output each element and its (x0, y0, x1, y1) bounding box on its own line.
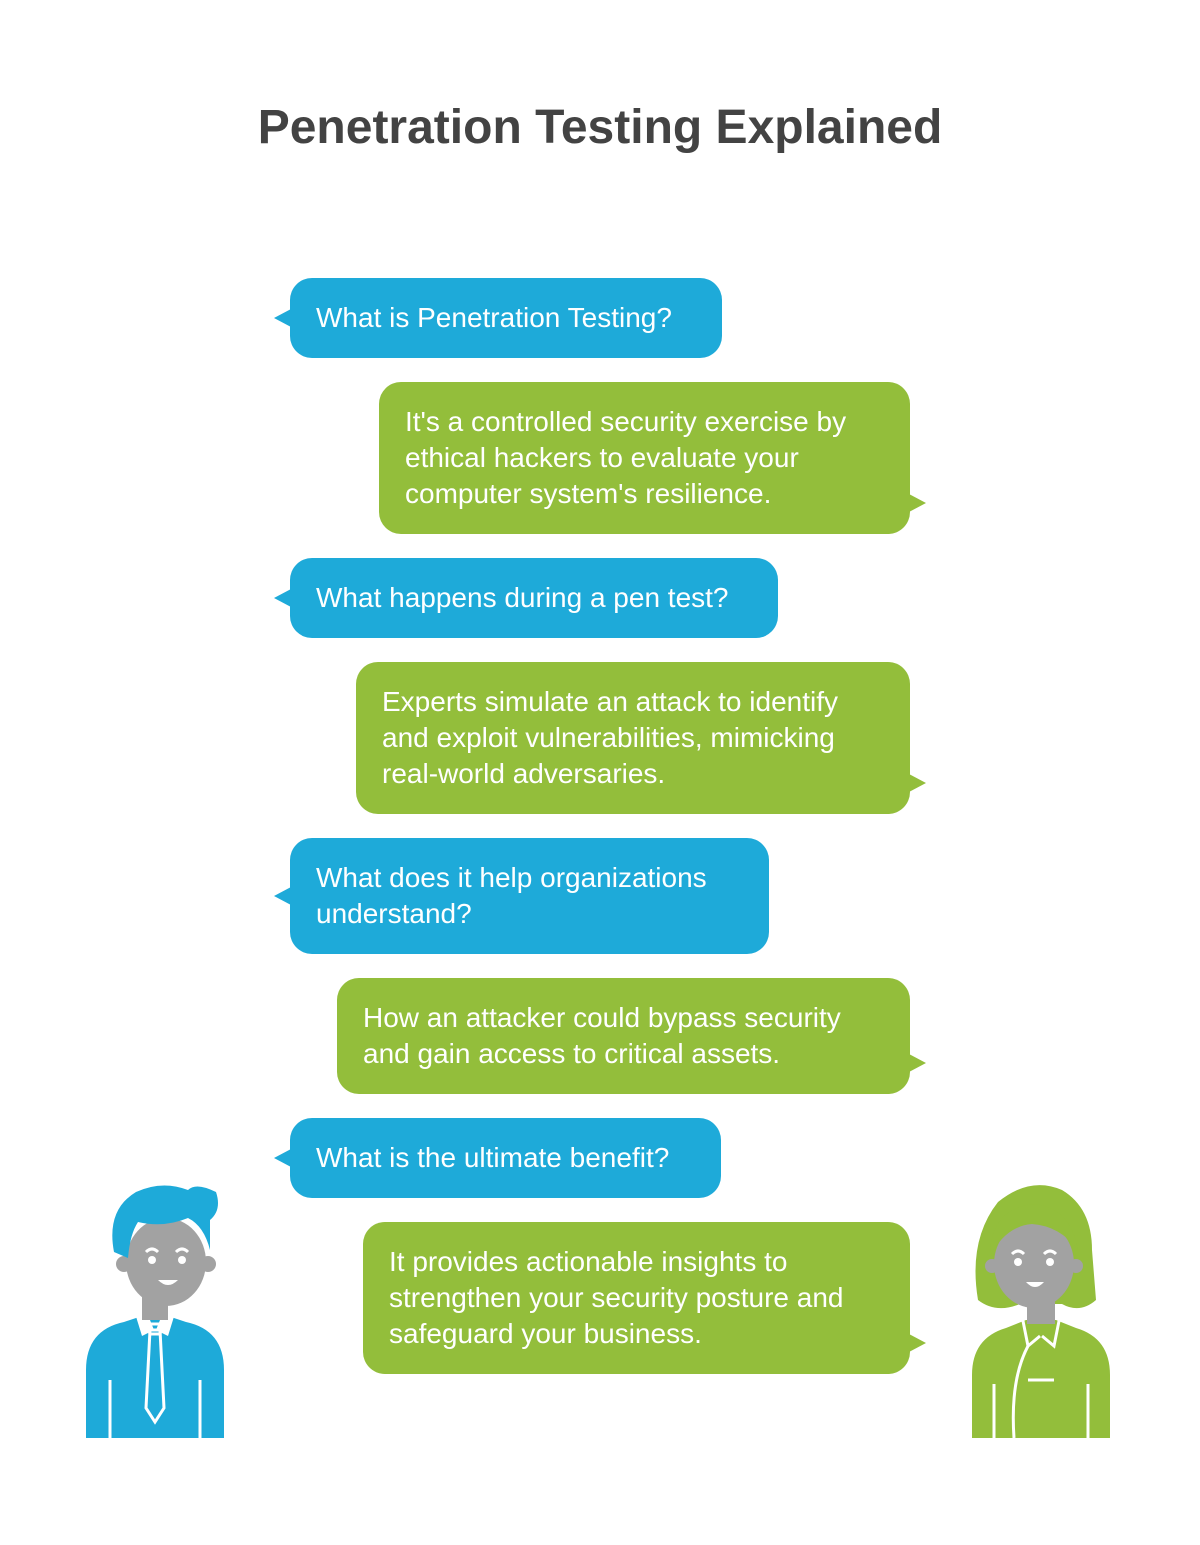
answer-text-4: It provides actionable insights to stren… (389, 1246, 844, 1349)
question-text-2: What happens during a pen test? (316, 582, 729, 613)
answer-bubble-4: It provides actionable insights to stren… (363, 1222, 926, 1374)
question-bubble-3: What does it help organizations understa… (274, 838, 769, 954)
question-text-1: What is Penetration Testing? (316, 302, 672, 333)
answer-bubble-3: How an attacker could bypass security an… (337, 978, 926, 1094)
answer-text-3: How an attacker could bypass security an… (363, 1002, 841, 1069)
question-bubble-1: What is Penetration Testing? (274, 278, 722, 358)
answer-text-2: Experts simulate an attack to identify a… (382, 686, 838, 789)
question-text-4: What is the ultimate benefit? (316, 1142, 670, 1173)
question-bubble-2: What happens during a pen test? (274, 558, 778, 638)
page-title: Penetration Testing Explained (257, 101, 943, 154)
woman-avatar-icon (972, 1185, 1110, 1439)
question-bubble-4: What is the ultimate benefit? (274, 1118, 721, 1198)
answer-text-1: It's a controlled security exercise by e… (405, 406, 847, 509)
answer-bubble-1: It's a controlled security exercise by e… (379, 382, 926, 534)
man-avatar-icon (86, 1185, 224, 1438)
answer-bubble-2: Experts simulate an attack to identify a… (356, 662, 926, 814)
question-text-3: What does it help organizations understa… (316, 862, 707, 929)
